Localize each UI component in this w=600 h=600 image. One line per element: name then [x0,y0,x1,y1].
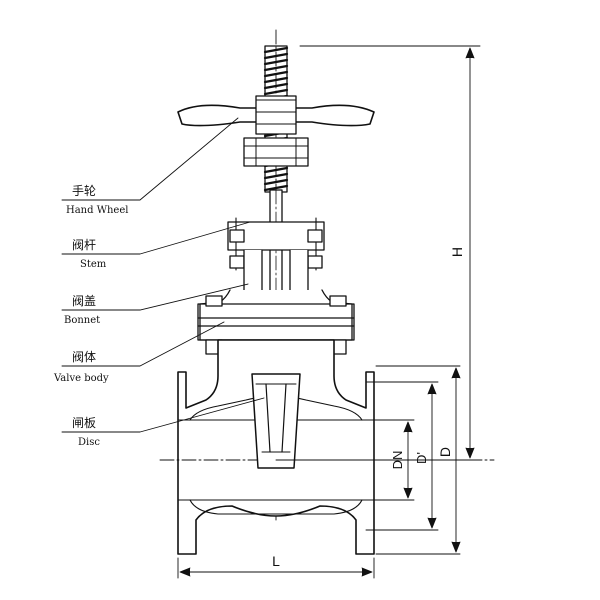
disc [251,373,301,469]
bonnet-label-cn: 阀盖 [72,294,96,308]
dimension-d-prime-label: D' [414,452,429,464]
stem-label-cn: 阀杆 [72,238,96,252]
hand-wheel [177,95,375,167]
callout-stem: 阀杆 Stem [72,238,107,270]
hand-wheel-label-en: Hand Wheel [66,205,128,216]
callout-hand-wheel: 手轮 Hand Wheel [66,184,128,216]
callout-valve-body: 阀体 Valve body [53,350,109,384]
stem-label-en: Stem [80,259,107,270]
dimension-l-label: L [272,553,280,569]
valve-body-label-en: Valve body [53,373,109,384]
valve-body-label-cn: 阀体 [72,350,96,364]
bonnet-label-en: Bonnet [64,315,100,326]
dimension-lines [177,45,481,579]
dimension-dn-label: DN [390,451,405,470]
disc-label-en: Disc [78,437,100,448]
bonnet [197,217,355,355]
dimension-d-label: D [437,447,453,457]
hand-wheel-label-cn: 手轮 [72,184,96,198]
callout-disc: 闸板 Disc [72,416,100,448]
leader-lines [61,117,265,433]
disc-label-cn: 闸板 [72,416,96,430]
dimension-h-label: H [449,247,465,257]
callout-bonnet: 阀盖 Bonnet [64,294,100,326]
